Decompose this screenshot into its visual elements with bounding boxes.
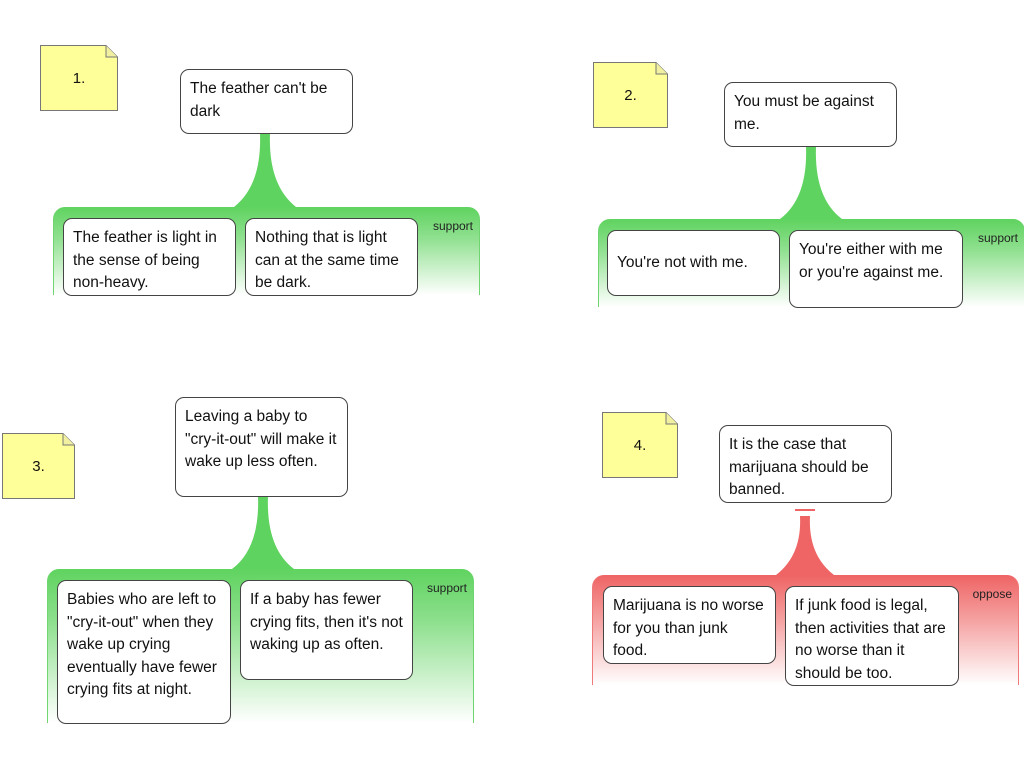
claim-box-1[interactable]: The feather can't be dark: [180, 69, 353, 134]
reason-box-1b[interactable]: Nothing that is light can at the same ti…: [245, 218, 418, 296]
oppose-connector-4: [776, 516, 834, 575]
note-1: 1.: [40, 45, 118, 111]
note-2: 2.: [593, 62, 668, 128]
note-4: 4.: [602, 412, 678, 478]
relation-label: support: [432, 219, 473, 233]
reason-box-2a[interactable]: You're not with me.: [607, 230, 780, 296]
relation-label: support: [977, 231, 1018, 245]
note-number: 3.: [32, 457, 45, 475]
claim-box-2[interactable]: You must be against me.: [724, 82, 897, 147]
note-3: 3.: [2, 433, 75, 499]
note-number: 2.: [624, 86, 637, 104]
reason-box-3a[interactable]: Babies who are left to "cry-it-out" when…: [57, 580, 231, 724]
claim-box-3[interactable]: Leaving a baby to "cry-it-out" will make…: [175, 397, 348, 497]
support-connector-1: [234, 133, 296, 207]
claim-box-4[interactable]: It is the case that marijuana should be …: [719, 425, 892, 503]
support-connector-3: [232, 496, 294, 569]
reason-box-2b[interactable]: You're either with me or you're against …: [789, 230, 963, 308]
relation-label: support: [426, 581, 467, 595]
support-connector-2: [780, 146, 842, 219]
note-number: 1.: [72, 69, 86, 87]
note-number: 4.: [633, 436, 647, 454]
reason-box-4a[interactable]: Marijuana is no worse for you than junk …: [603, 586, 776, 664]
reason-box-4b[interactable]: If junk food is legal, then activities t…: [785, 586, 959, 686]
reason-box-3b[interactable]: If a baby has fewer crying fits, then it…: [240, 580, 413, 680]
relation-label: oppose: [972, 587, 1012, 601]
reason-box-1a[interactable]: The feather is light in the sense of bei…: [63, 218, 236, 296]
